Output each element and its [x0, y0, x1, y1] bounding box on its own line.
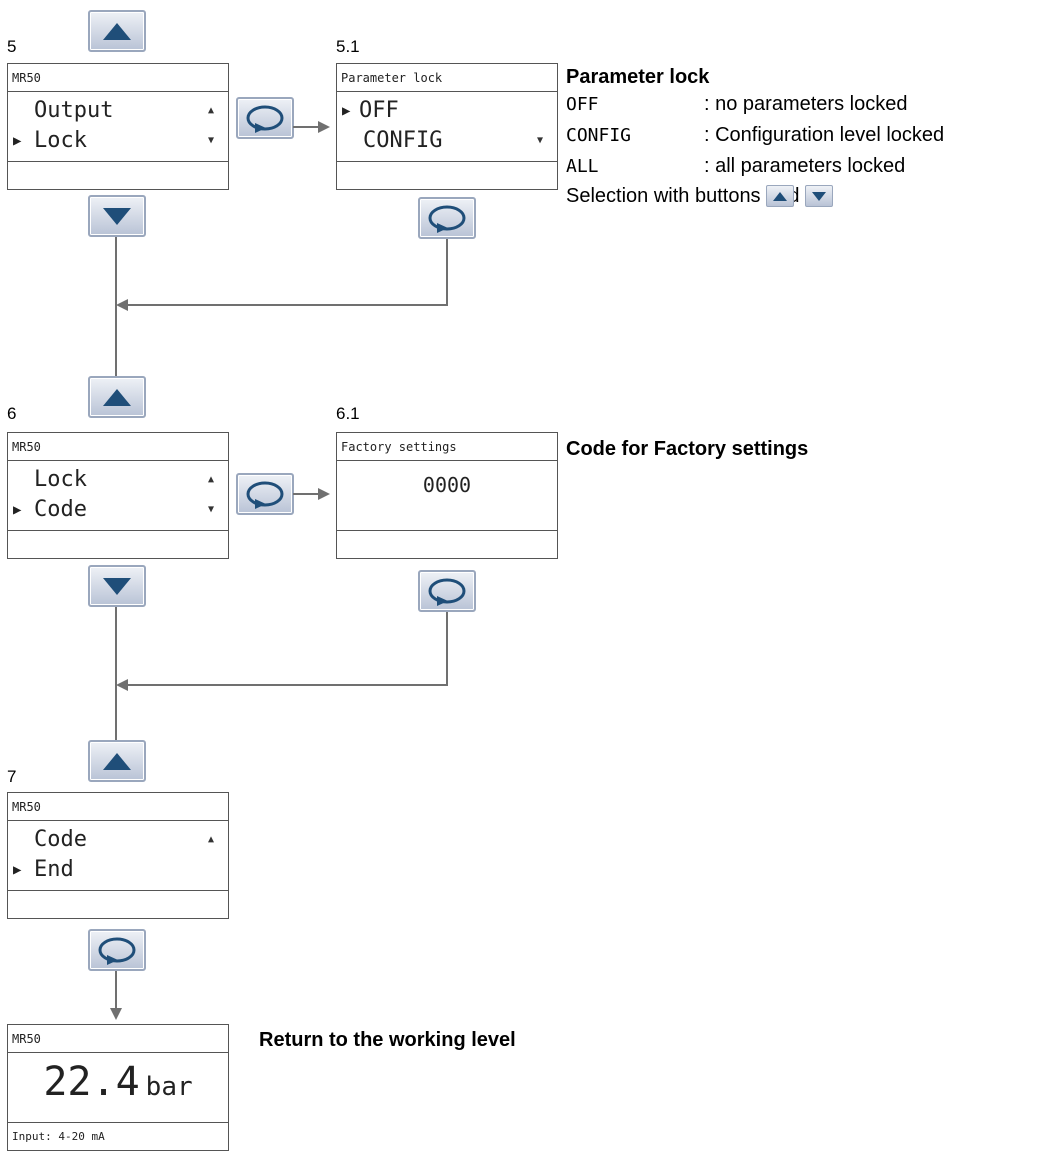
- desc-row: CONFIG : Configuration level locked: [566, 124, 1036, 148]
- return-title: Return to the working level: [259, 1029, 516, 1051]
- step-number: 5: [7, 37, 17, 56]
- lcd-header: MR50: [8, 64, 228, 92]
- code-title: Code for Factory settings: [566, 438, 809, 460]
- step-number: 7: [7, 767, 17, 786]
- option-config: CONFIG: [363, 128, 443, 153]
- code-value: 0000: [422, 473, 472, 497]
- connector: [446, 239, 448, 305]
- connector: [115, 607, 117, 742]
- lcd-header: MR50: [8, 1025, 228, 1053]
- pointer-icon: ▶: [13, 862, 22, 878]
- enter-button[interactable]: [88, 929, 146, 971]
- enter-button[interactable]: [418, 570, 476, 612]
- lcd-screen-7: MR50 Code ▲ ▶ End: [7, 792, 229, 919]
- scroll-down-icon: ▼: [207, 135, 214, 146]
- step-number: 5.1: [336, 37, 360, 56]
- step-number: 6: [7, 404, 17, 423]
- arrow-left: [116, 679, 128, 691]
- menu-item-lock: Lock: [34, 467, 87, 492]
- desc-key: ALL: [566, 156, 599, 177]
- enter-button[interactable]: [236, 473, 294, 515]
- arrow-down: [110, 1008, 122, 1020]
- up-button-small: [766, 185, 795, 207]
- lcd-footer: [337, 161, 557, 189]
- enter-loop-icon: [246, 481, 284, 509]
- desc-value: : no parameters locked: [704, 93, 908, 115]
- connector: [293, 493, 320, 495]
- arrow-left: [116, 299, 128, 311]
- down-triangle-icon: [103, 578, 131, 595]
- menu-item-code: Code: [34, 827, 87, 852]
- scroll-down-icon: ▼: [536, 135, 543, 146]
- down-triangle-icon: [103, 208, 131, 225]
- lcd-footer: [8, 890, 228, 918]
- lcd-header: Parameter lock: [337, 64, 557, 92]
- lcd-screen-6-1: Factory settings 0000: [336, 432, 558, 559]
- arrow-right: [318, 488, 330, 500]
- down-triangle-icon: [812, 192, 827, 201]
- pointer-icon: ▶: [13, 502, 22, 518]
- up-triangle-icon: [103, 23, 131, 40]
- lcd-screen-5-1: Parameter lock ▶ OFF CONFIG ▼: [336, 63, 558, 190]
- enter-loop-icon: [428, 205, 466, 233]
- enter-loop-icon: [428, 578, 466, 606]
- selection-hint: Selection with buttons and .: [566, 185, 834, 208]
- param-lock-title: Parameter lock: [566, 66, 710, 88]
- pointer-icon: ▶: [13, 133, 22, 149]
- connector: [126, 304, 448, 306]
- pressure-value: 22.4: [43, 1059, 140, 1105]
- pressure-unit: bar: [145, 1072, 193, 1102]
- option-off: OFF: [359, 98, 399, 123]
- desc-key: OFF: [566, 94, 599, 115]
- up-triangle-icon: [773, 192, 788, 201]
- enter-button[interactable]: [418, 197, 476, 239]
- scroll-down-icon: ▼: [207, 504, 214, 515]
- lcd-header: MR50: [8, 793, 228, 821]
- lcd-footer: [337, 530, 557, 558]
- lcd-footer: Input: 4-20 mA: [8, 1122, 228, 1150]
- menu-item-end: End: [34, 857, 74, 882]
- scroll-up-icon: ▲: [207, 474, 214, 485]
- enter-loop-icon: [246, 105, 284, 133]
- lcd-header: Factory settings: [337, 433, 557, 461]
- step-number: 6.1: [336, 404, 360, 423]
- up-triangle-icon: [103, 389, 131, 406]
- desc-key: CONFIG: [566, 125, 632, 146]
- connector: [126, 684, 448, 686]
- connector: [115, 971, 117, 1010]
- menu-item-code: Code: [34, 497, 87, 522]
- down-button[interactable]: [88, 565, 146, 607]
- desc-value: : Configuration level locked: [704, 124, 945, 146]
- menu-item-lock: Lock: [34, 128, 87, 153]
- up-button[interactable]: [88, 740, 146, 782]
- enter-button[interactable]: [236, 97, 294, 139]
- connector: [293, 126, 320, 128]
- selection-text: Selection with buttons: [566, 185, 761, 208]
- up-triangle-icon: [103, 753, 131, 770]
- lcd-footer: [8, 530, 228, 558]
- scroll-up-icon: ▲: [207, 834, 214, 845]
- down-button-small: [805, 185, 834, 207]
- desc-row: ALL : all parameters locked: [566, 155, 1036, 179]
- pointer-icon: ▶: [342, 103, 351, 119]
- lcd-header: MR50: [8, 433, 228, 461]
- lcd-screen-6: MR50 Lock ▲ ▶ Code ▼: [7, 432, 229, 559]
- arrow-right: [318, 121, 330, 133]
- enter-loop-icon: [98, 937, 136, 965]
- connector: [446, 612, 448, 685]
- lcd-footer: [8, 161, 228, 189]
- scroll-up-icon: ▲: [207, 105, 214, 116]
- desc-row: OFF : no parameters locked: [566, 93, 1036, 117]
- menu-item-output: Output: [34, 98, 114, 123]
- desc-value: : all parameters locked: [704, 155, 906, 177]
- up-button[interactable]: [88, 10, 146, 52]
- up-button[interactable]: [88, 376, 146, 418]
- lcd-screen-5: MR50 Output ▲ ▶ Lock ▼: [7, 63, 229, 190]
- down-button[interactable]: [88, 195, 146, 237]
